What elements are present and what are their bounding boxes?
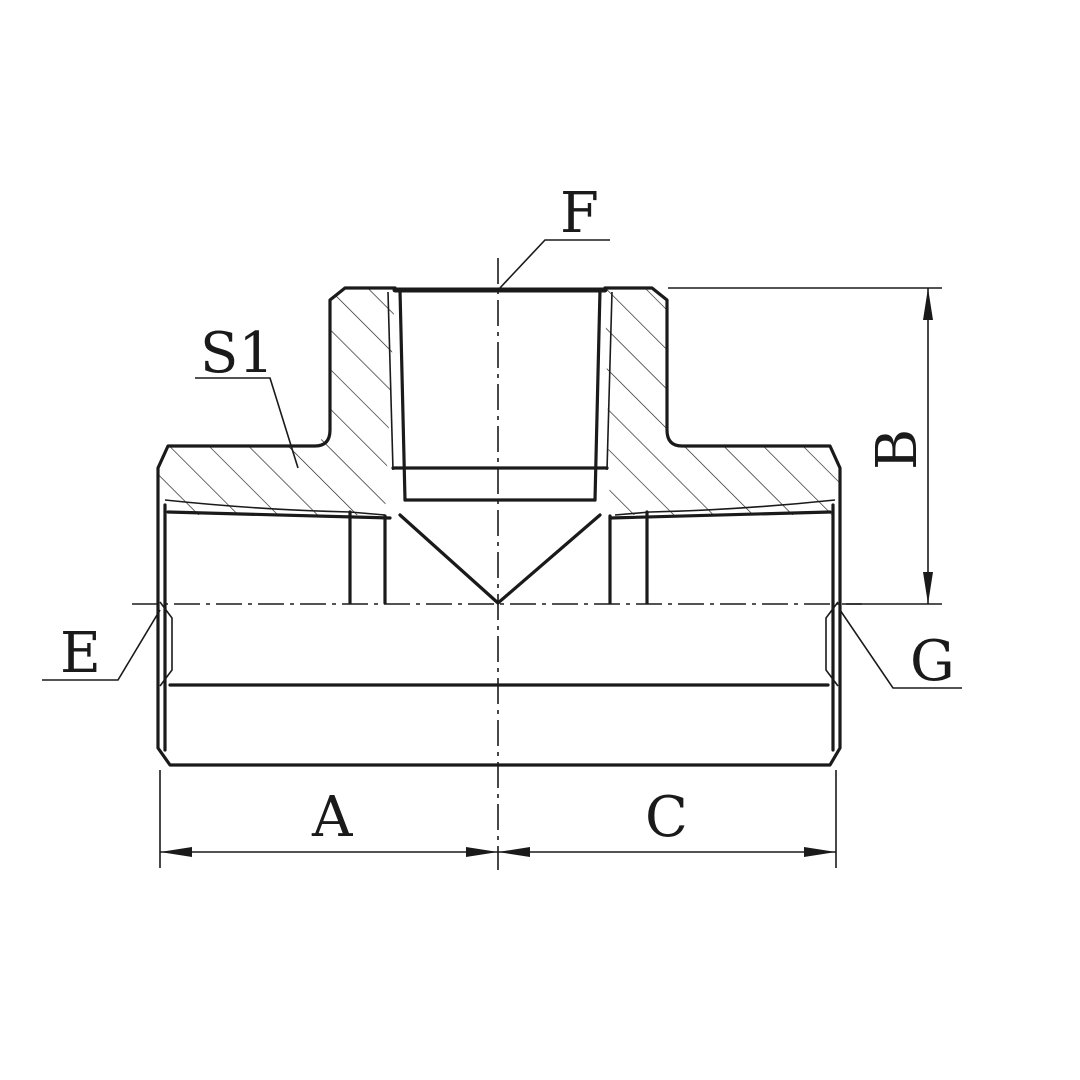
label-a: A	[311, 785, 353, 850]
run-bore	[159, 499, 839, 687]
section-hatching	[158, 288, 840, 515]
label-e: E	[60, 621, 101, 686]
label-c: C	[645, 785, 688, 850]
label-f: F	[560, 181, 599, 246]
dimension-b	[668, 287, 942, 605]
label-b: B	[865, 429, 930, 470]
leader-lines	[42, 239, 962, 689]
dimension-a-c	[159, 770, 837, 868]
branch-bore	[387, 288, 613, 605]
body-outline	[156, 286, 842, 767]
centerlines	[132, 258, 862, 870]
label-g: G	[910, 629, 955, 694]
label-s1: S1	[200, 321, 274, 386]
